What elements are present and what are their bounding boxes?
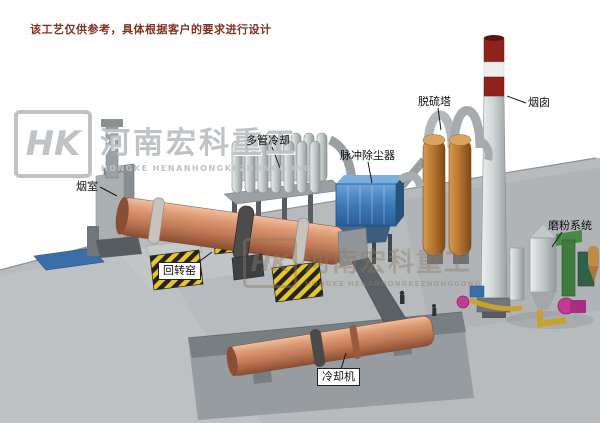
desulfurization-towers-structure [398, 106, 493, 264]
pulse-dust-collector-structure [335, 171, 424, 266]
grinding-system-structure [506, 223, 599, 329]
disclaimer-note: 该工艺仅供参考，具体根据客户的要求进行设计 [30, 23, 272, 36]
multi-tube-cooler-structure [223, 132, 357, 252]
label-desulfurization-tower: 脱硫塔 [418, 95, 451, 108]
smoke-chamber-structure [33, 119, 142, 271]
label-cooling-machine: 冷却机 [317, 368, 360, 386]
label-leader-lines [99, 95, 563, 370]
label-rotary-kiln: 回转窑 [158, 262, 201, 280]
label-grinding-system: 磨粉系统 [548, 219, 592, 232]
rotary-kiln-structure [115, 197, 409, 331]
worker-figures [399, 290, 437, 316]
cooling-machine-structure [226, 315, 435, 384]
label-chimney: 烟囱 [528, 96, 550, 109]
fan-and-ducting [456, 285, 523, 312]
label-smoke-chamber: 烟室 [76, 180, 98, 193]
label-pulse-dust-collector: 脉冲除尘器 [340, 149, 395, 162]
label-multi-tube-cooler: 多管冷却 [246, 134, 290, 147]
